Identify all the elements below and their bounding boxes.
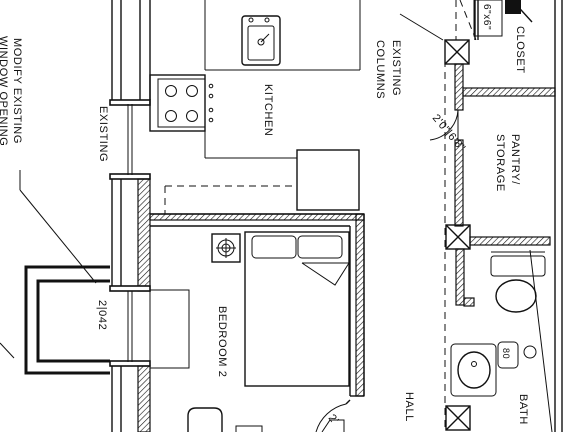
bath-text: BATH	[517, 394, 529, 425]
existing-columns-text-2: COLUMNS	[374, 40, 386, 99]
label-modify-existing: MODIFY EXISTING	[11, 38, 23, 144]
beam-symbol	[473, 0, 533, 37]
label-existing-left: EXISTING	[97, 106, 109, 162]
window-bay	[24, 265, 190, 375]
bath-fixture-text: 80	[501, 348, 511, 359]
label-existing-columns-1: EXISTING	[390, 40, 402, 96]
label-door-size-bottom: 2'	[326, 412, 341, 427]
bedroom-text: BEDROOM 2	[216, 306, 228, 377]
label-beam-size: 6"x6"	[481, 4, 492, 30]
bath-sink-icon	[450, 341, 537, 397]
existing-left-text: EXISTING	[97, 106, 109, 162]
existing-column-top	[444, 39, 470, 65]
nightstand-icon	[211, 233, 241, 263]
left-exterior-wall	[109, 0, 151, 432]
label-hall: HALL	[403, 392, 415, 422]
label-window-opening: WINDOW OPENING	[0, 36, 9, 146]
kitchen-sink-icon	[241, 15, 281, 66]
hall-text: HALL	[403, 392, 415, 422]
door-size-top-text: 2'0"|6'8"	[430, 112, 468, 154]
beam-size-text: 6"x6"	[481, 4, 492, 30]
columns-leader	[399, 13, 444, 41]
label-pantry-1: PANTRY/	[509, 134, 521, 185]
label-bedroom: BEDROOM 2	[216, 306, 228, 377]
closet-text: CLOSET	[514, 26, 526, 74]
kitchen-stove-icon	[149, 74, 214, 132]
label-closet: CLOSET	[514, 26, 526, 74]
label-kitchen: KITCHEN	[262, 84, 274, 136]
pantry-text-2: STORAGE	[494, 134, 506, 192]
modify-existing-text: MODIFY EXISTING	[11, 38, 23, 144]
window-opening-text: WINDOW OPENING	[0, 36, 9, 146]
bed-icon	[244, 231, 350, 387]
window-size-text: 2|042	[96, 300, 108, 330]
kitchen-area	[150, 0, 361, 214]
kitchen-text: KITCHEN	[262, 84, 274, 136]
modify-window-leader	[0, 170, 97, 359]
label-window-size: 2|042	[96, 300, 108, 330]
label-door-size-top: 2'0"|6'8"	[430, 112, 468, 154]
existing-columns-text-1: EXISTING	[390, 40, 402, 96]
right-partitions	[429, 0, 563, 432]
door-size-bottom-text: 2'	[326, 412, 341, 427]
existing-column-bottom	[445, 405, 471, 431]
label-bath: BATH	[517, 394, 529, 425]
bottom-furniture	[187, 399, 351, 432]
label-pantry-2: STORAGE	[494, 134, 506, 192]
bath-tub-edge	[529, 249, 553, 432]
bedroom-walls	[149, 213, 365, 397]
label-existing-columns-2: COLUMNS	[374, 40, 386, 99]
column-grid-line	[444, 0, 477, 432]
label-bath-fixture: 80	[501, 348, 511, 359]
pantry-text-1: PANTRY/	[509, 134, 521, 185]
existing-column-middle	[445, 224, 471, 250]
